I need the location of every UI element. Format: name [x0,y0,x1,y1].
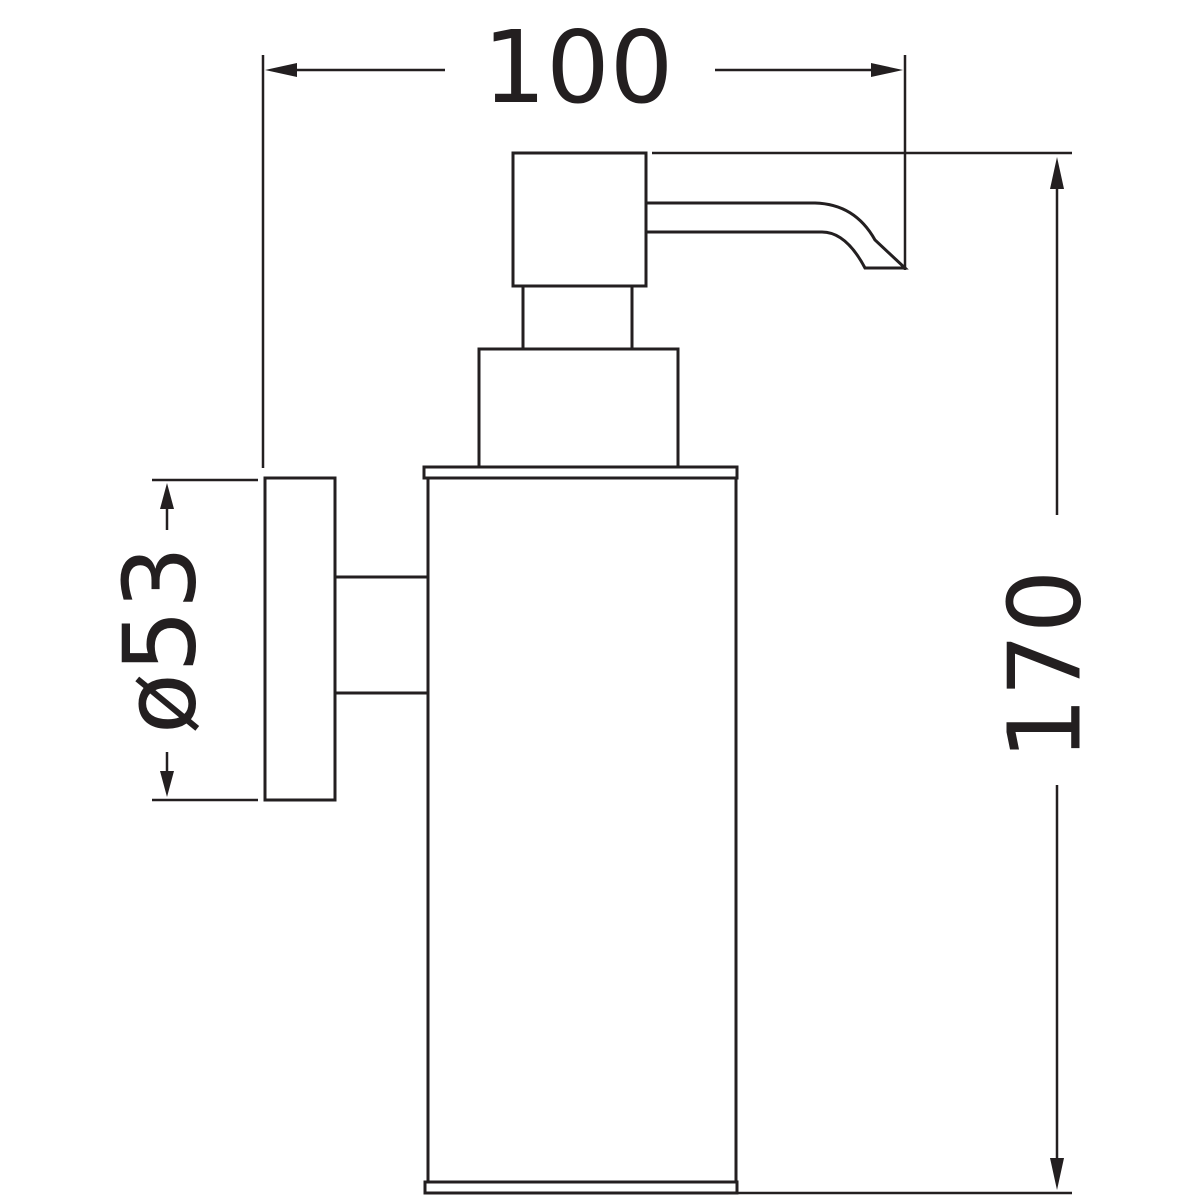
height-dimension: 170 [652,151,1104,1195]
width-dimension: 100 [261,9,907,468]
height-dimension-label: 170 [987,570,1104,761]
bottle-body [426,476,738,1184]
wall-backplate [263,476,337,802]
width-arrow-left-icon [265,63,297,77]
diameter-dimension-label: ø53 [102,546,219,734]
height-arrow-bottom-icon [1050,1158,1064,1190]
bottle-bottom-rim [423,1180,739,1195]
diameter-arrow-top-icon [160,483,174,509]
diameter-dimension: ø53 [102,478,258,802]
bottle-top-rim [422,465,739,480]
soap-dispenser [263,151,909,1195]
pump-collar [477,347,680,469]
pump-head [511,151,648,288]
diameter-arrow-bottom-icon [160,771,174,797]
pump-stem [521,284,634,351]
width-arrow-right-icon [871,63,903,77]
width-dimension-label: 100 [483,9,674,126]
height-arrow-top-icon [1050,157,1064,189]
pump-spout [646,201,909,270]
